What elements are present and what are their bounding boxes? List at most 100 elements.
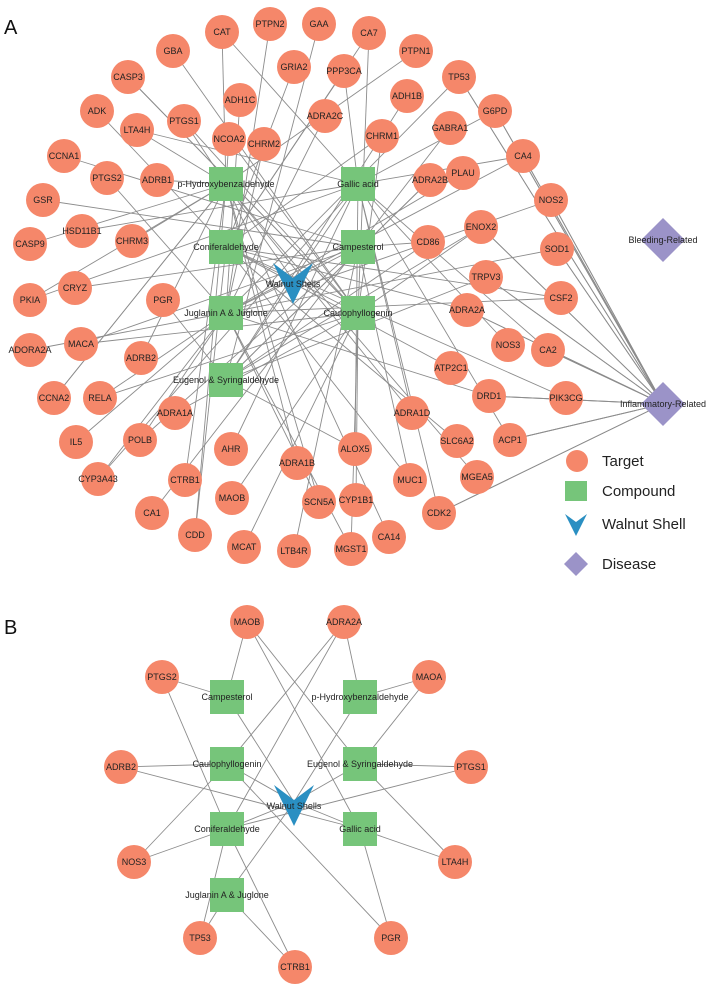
target-node-mgst1 bbox=[334, 532, 368, 566]
target-label-enox2: ENOX2 bbox=[466, 222, 497, 232]
compound-node-campesterol bbox=[341, 230, 375, 264]
edge-a-target-compound bbox=[225, 379, 356, 450]
edge-a-target-compound bbox=[225, 115, 326, 314]
edge-a-target-compound bbox=[357, 127, 451, 248]
compound-node-juglanin-a-juglone bbox=[209, 296, 243, 330]
target-node-g6pd bbox=[478, 94, 512, 128]
target-label-scn5a: SCN5A bbox=[304, 497, 334, 507]
disease-label-inflammatory-related: Inflammatory-Related bbox=[620, 399, 706, 409]
target-node-drd1 bbox=[472, 379, 506, 413]
edge-a-target-compound bbox=[225, 312, 352, 550]
edge-b-target-compound bbox=[120, 763, 228, 768]
target-label-il5: IL5 bbox=[70, 437, 83, 447]
edge-a-target-compound bbox=[221, 31, 359, 185]
target-label-adora2a: ADORA2A bbox=[8, 345, 51, 355]
edge-a-target-compound bbox=[225, 183, 478, 478]
target-node-mgea5 bbox=[460, 460, 494, 494]
compound-node-eugenol-syringaldehyde bbox=[209, 363, 243, 397]
target-label-muc1: MUC1 bbox=[397, 475, 423, 485]
target-label-ptpn2: PTPN2 bbox=[255, 19, 284, 29]
target-label-ptpn1: PTPN1 bbox=[401, 46, 430, 56]
target-node-b-tp53 bbox=[183, 921, 217, 955]
target-node-chrm3 bbox=[115, 224, 149, 258]
edge-a-target-compound bbox=[53, 183, 227, 399]
target-label-gsr: GSR bbox=[33, 195, 53, 205]
target-label-drd1: DRD1 bbox=[477, 391, 502, 401]
compound-label-b-p-hydroxybenzaldehyde: p-Hydroxybenzaldehyde bbox=[311, 692, 408, 702]
edge-a-target-compound bbox=[221, 31, 227, 185]
edge-a-target-disease bbox=[485, 276, 664, 405]
target-node-b-pgr bbox=[374, 921, 408, 955]
target-node-trpv3 bbox=[469, 260, 503, 294]
target-label-ahr: AHR bbox=[221, 444, 241, 454]
edge-a-target-compound bbox=[225, 183, 413, 414]
edge-a-target-compound bbox=[225, 246, 411, 481]
target-label-adh1b: ADH1B bbox=[392, 91, 422, 101]
compound-label-b-gallic-acid: Gallic acid bbox=[339, 824, 381, 834]
target-node-adra1a bbox=[158, 396, 192, 430]
edge-a-target-compound bbox=[29, 312, 227, 351]
target-label-gria2: GRIA2 bbox=[280, 62, 307, 72]
edge-b-compound-hub bbox=[293, 696, 361, 803]
target-node-csf2 bbox=[544, 281, 578, 315]
edge-a-target-compound bbox=[231, 312, 359, 499]
target-node-il5 bbox=[59, 425, 93, 459]
target-label-tp53: TP53 bbox=[448, 72, 470, 82]
target-label-ca4: CA4 bbox=[514, 151, 532, 161]
target-label-alox5: ALOX5 bbox=[340, 444, 369, 454]
target-node-b-lta4h bbox=[438, 845, 472, 879]
target-label-nos2: NOS2 bbox=[539, 195, 564, 205]
target-label-b-maoa: MAOA bbox=[416, 672, 443, 682]
target-label-atp2c1: ATP2C1 bbox=[434, 363, 467, 373]
target-node-adora2a bbox=[13, 333, 47, 367]
compound-label-b-coniferaldehyde: Coniferaldehyde bbox=[194, 824, 260, 834]
target-node-adra1d bbox=[395, 396, 429, 430]
edge-a-target-compound bbox=[357, 110, 496, 185]
edge-a-target-compound bbox=[357, 183, 549, 351]
target-label-chrm2: CHRM2 bbox=[248, 139, 280, 149]
edge-b-compound-hub bbox=[226, 696, 295, 803]
target-node-ptpn2 bbox=[253, 7, 287, 41]
target-node-ptpn1 bbox=[399, 34, 433, 68]
target-label-b-lta4h: LTA4H bbox=[442, 857, 469, 867]
legend-target-swatch bbox=[566, 450, 588, 472]
target-label-g6pd: G6PD bbox=[483, 106, 508, 116]
compound-node-p-hydroxybenzaldehyde bbox=[209, 167, 243, 201]
target-node-rela bbox=[83, 381, 117, 415]
target-node-ptgs1 bbox=[167, 104, 201, 138]
target-label-cyp1b1: CYP1B1 bbox=[339, 495, 374, 505]
hub-node-b-walnut-shells bbox=[274, 785, 314, 826]
target-node-casp9 bbox=[13, 227, 47, 261]
target-label-mgst1: MGST1 bbox=[335, 544, 366, 554]
compound-node-b-gallic-acid bbox=[343, 812, 377, 846]
edge-a-target-compound bbox=[172, 50, 359, 314]
target-label-trpv3: TRPV3 bbox=[471, 272, 500, 282]
target-node-ca7 bbox=[352, 16, 386, 50]
edge-a-target-compound bbox=[357, 226, 482, 314]
compound-node-b-juglanin-a-juglone bbox=[210, 878, 244, 912]
target-node-plau bbox=[446, 156, 480, 190]
legend: Target Compound Walnut Shell Disease bbox=[564, 450, 686, 576]
target-label-chrm1: CHRM1 bbox=[366, 131, 398, 141]
hub-label-b-walnut-shells: Walnut Shells bbox=[267, 801, 322, 811]
target-node-casp3 bbox=[111, 60, 145, 94]
target-node-cd86 bbox=[411, 225, 445, 259]
edge-a-target-compound bbox=[357, 135, 383, 314]
target-node-ca2 bbox=[531, 333, 565, 367]
edge-a-target-compound bbox=[225, 248, 558, 314]
compound-label-eugenol-syringaldehyde: Eugenol & Syringaldehyde bbox=[173, 375, 279, 385]
target-node-ptgs2 bbox=[90, 161, 124, 195]
target-node-maob bbox=[215, 481, 249, 515]
legend-target-label: Target bbox=[602, 453, 645, 470]
target-node-b-maoa bbox=[412, 660, 446, 694]
target-node-pkia bbox=[13, 283, 47, 317]
edge-a-target-disease bbox=[509, 403, 664, 441]
target-label-b-ptgs1: PTGS1 bbox=[456, 762, 486, 772]
compound-label-coniferaldehyde: Coniferaldehyde bbox=[193, 242, 259, 252]
target-node-b-adrb2 bbox=[104, 750, 138, 784]
edge-a-target-compound bbox=[183, 120, 359, 314]
target-node-muc1 bbox=[393, 463, 427, 497]
target-node-cdk2 bbox=[422, 496, 456, 530]
target-label-acp1: ACP1 bbox=[498, 435, 522, 445]
target-node-gaa bbox=[302, 7, 336, 41]
